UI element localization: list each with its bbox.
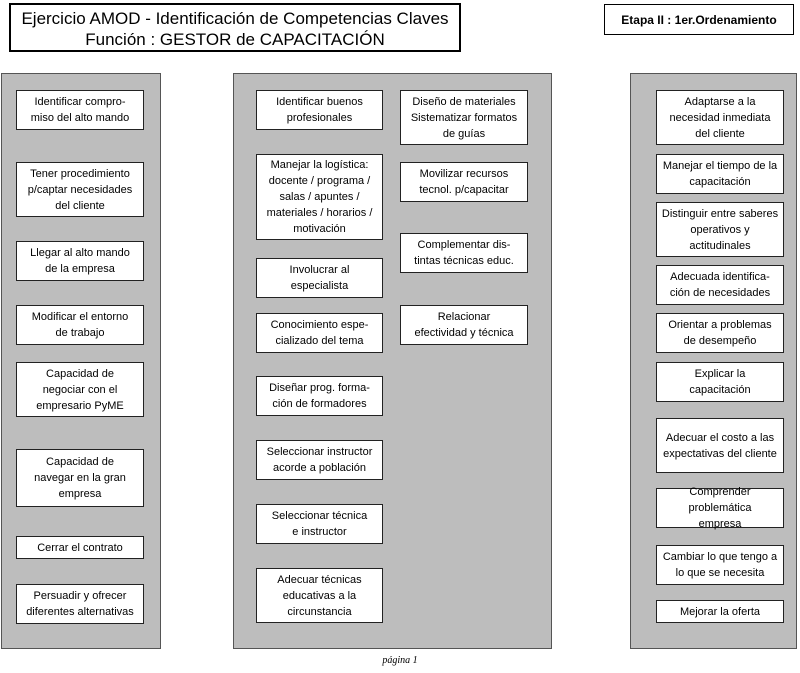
competency-card: Distinguir entre saberes operativos y ac…: [656, 202, 784, 257]
competency-card: Identificar compro- miso del alto mando: [16, 90, 144, 130]
competency-card: Identificar buenos profesionales: [256, 90, 383, 130]
competency-card: Explicar la capacitación: [656, 362, 784, 402]
competency-card: Adecuar técnicas educativas a la circuns…: [256, 568, 383, 623]
competency-card: Capacidad de negociar con el empresario …: [16, 362, 144, 417]
competency-card: Adecuada identifica- ción de necesidades: [656, 265, 784, 305]
competency-card: Mejorar la oferta: [656, 600, 784, 623]
competency-card: Diseño de materiales Sistematizar format…: [400, 90, 528, 145]
stage-label: Etapa II : 1er.Ordenamiento: [604, 4, 794, 35]
page-number: página 1: [382, 655, 418, 666]
competency-card: Seleccionar instructor acorde a població…: [256, 440, 383, 480]
competency-card: Capacidad de navegar en la gran empresa: [16, 449, 144, 507]
diagram-title: Ejercicio AMOD - Identificación de Compe…: [9, 3, 461, 52]
competency-card: Movilizar recursos tecnol. p/capacitar: [400, 162, 528, 202]
competency-card: Adaptarse a la necesidad inmediata del c…: [656, 90, 784, 145]
competency-card: Llegar al alto mando de la empresa: [16, 241, 144, 281]
title-line-1: Ejercicio AMOD - Identificación de Compe…: [21, 9, 449, 28]
column-left: [1, 73, 161, 649]
competency-card: Comprender problemática empresa: [656, 486, 784, 530]
competency-card: Seleccionar técnica e instructor: [256, 504, 383, 544]
competency-card: Adecuar el costo a las expectativas del …: [656, 418, 784, 473]
competency-card: Involucrar al especialista: [256, 258, 383, 298]
competency-card: Orientar a problemas de desempeño: [656, 313, 784, 353]
competency-card: Persuadir y ofrecer diferentes alternati…: [16, 584, 144, 624]
competency-card: Cerrar el contrato: [16, 536, 144, 559]
competency-card: Relacionar efectividad y técnica: [400, 305, 528, 345]
competency-card: Modificar el entorno de trabajo: [16, 305, 144, 345]
competency-card: Conocimiento espe- cializado del tema: [256, 313, 383, 353]
competency-card: Cambiar lo que tengo a lo que se necesit…: [656, 545, 784, 585]
title-line-2: Función : GESTOR de CAPACITACIÓN: [85, 30, 385, 49]
competency-card: Diseñar prog. forma- ción de formadores: [256, 376, 383, 416]
competency-card: Manejar el tiempo de la capacitación: [656, 154, 784, 194]
competency-card: Manejar la logística: docente / programa…: [256, 154, 383, 240]
competency-card: Tener procedimiento p/captar necesidades…: [16, 162, 144, 217]
competency-card: Complementar dis- tintas técnicas educ.: [400, 233, 528, 273]
